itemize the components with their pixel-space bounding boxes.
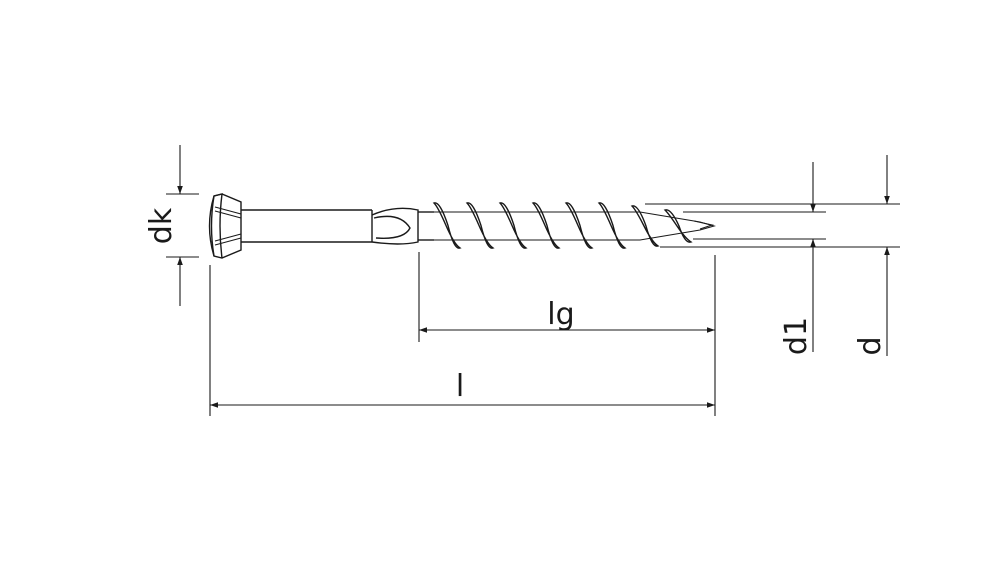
l-label: l xyxy=(456,369,464,404)
screw-thread xyxy=(432,202,717,249)
thread-turn xyxy=(597,202,627,249)
d-dimension: d xyxy=(645,155,900,356)
dk-label: dk xyxy=(144,207,179,244)
thread-turn xyxy=(498,202,528,249)
thread-turn xyxy=(465,202,495,249)
thread-turn xyxy=(630,205,660,247)
l-dimension: l xyxy=(210,369,715,408)
d1-label: d1 xyxy=(779,317,814,355)
dk-dimension: dk xyxy=(144,145,199,306)
lg-label: lg xyxy=(547,297,574,332)
d1-dimension: d1 xyxy=(683,162,826,355)
thread-turn xyxy=(693,220,715,230)
thread-turn xyxy=(432,202,462,249)
screw-head xyxy=(208,193,242,259)
screw-shank xyxy=(241,207,434,245)
lg-dimension: lg xyxy=(419,297,715,333)
thread-turn xyxy=(663,209,693,243)
d-label: d xyxy=(853,336,888,355)
thread-turn xyxy=(564,202,594,249)
thread-turn xyxy=(531,202,561,249)
